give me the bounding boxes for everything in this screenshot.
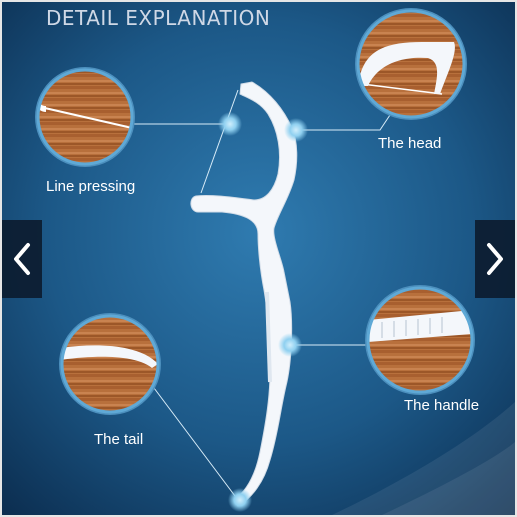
label-the-handle: The handle — [404, 397, 480, 414]
callout-lines — [128, 89, 401, 501]
detail-line-pressing — [35, 67, 135, 167]
label-line-pressing: Line pressing — [46, 178, 136, 195]
page-title: DETAIL EXPLANATION — [46, 6, 271, 30]
chevron-right-icon — [487, 243, 503, 275]
chevron-left-icon — [14, 243, 30, 275]
label-the-tail: The tail — [94, 431, 144, 448]
label-the-head: The head — [378, 135, 442, 152]
previous-image-button[interactable] — [2, 220, 42, 298]
detail-handle — [365, 285, 475, 395]
floss-pick — [190, 81, 298, 507]
detail-head — [355, 8, 467, 120]
next-image-button[interactable] — [475, 220, 515, 298]
detail-tail — [59, 313, 161, 415]
callout-markers — [218, 112, 308, 512]
